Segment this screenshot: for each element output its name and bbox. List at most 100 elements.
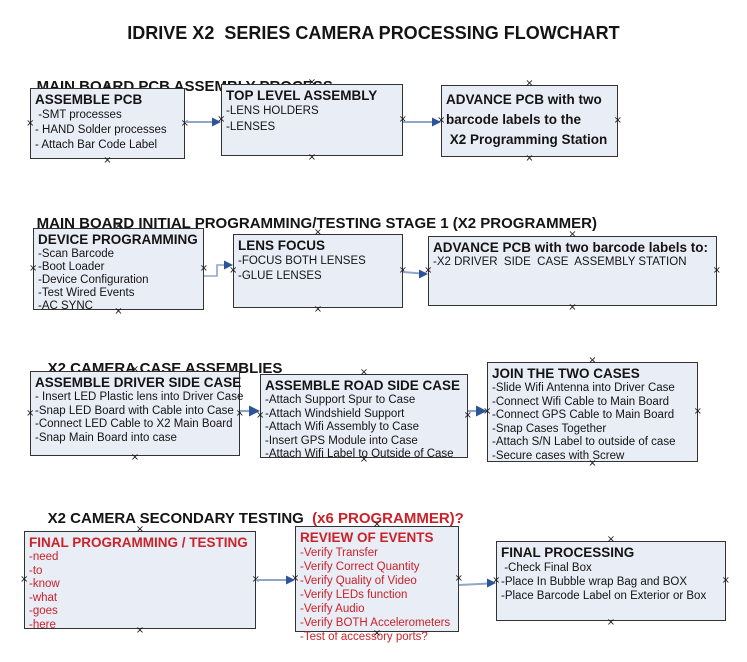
box-item: -SMT processes xyxy=(35,109,122,121)
anchor-x-mark xyxy=(236,410,244,418)
anchor-x-mark xyxy=(291,575,299,583)
connector-arrow-7 xyxy=(256,575,295,585)
connector-arrow-2 xyxy=(403,117,441,127)
box-item: -LENS HOLDERS xyxy=(226,105,319,117)
box-item: -Boot Loader xyxy=(38,261,105,273)
box-item: - HAND Solder processes xyxy=(35,124,167,136)
anchor-x-mark xyxy=(614,117,622,125)
box-title: TOP LEVEL ASSEMBLY xyxy=(226,88,378,103)
anchor-x-mark xyxy=(483,408,491,416)
box-title: JOIN THE TWO CASES xyxy=(492,366,640,381)
anchor-x-mark xyxy=(103,157,111,165)
anchor-x-mark xyxy=(217,116,225,124)
flow-box-join-the-two-cases: JOIN THE TWO CASES -Slide Wifi Antenna i… xyxy=(487,362,698,462)
box-items: ADVANCE PCB with two barcode labels to th… xyxy=(446,90,613,150)
box-item: -FOCUS BOTH LENSES xyxy=(238,255,366,267)
anchor-x-mark xyxy=(200,265,208,273)
flow-box-final-programming-testing: FINAL PROGRAMMING / TESTING -need-to-kno… xyxy=(24,531,256,631)
box-item: ADVANCE PCB with two xyxy=(446,92,602,107)
connector-arrow-8 xyxy=(458,578,496,588)
box-item: -Slide Wifi Antenna into Driver Case xyxy=(492,382,675,394)
box-item: -Verify Audio xyxy=(300,603,365,615)
anchor-x-mark xyxy=(492,577,500,585)
box-title: FINAL PROCESSING xyxy=(501,545,635,560)
anchor-x-mark xyxy=(181,120,189,128)
anchor-x-mark xyxy=(437,117,445,125)
box-item: - Attach Bar Code Label xyxy=(35,139,158,151)
anchor-x-mark xyxy=(131,454,139,462)
box-item: -Verify Transfer xyxy=(300,547,378,559)
flow-box-device-programming: DEVICE PROGRAMMING -Scan Barcode-Boot Lo… xyxy=(33,228,204,313)
box-items: -X2 DRIVER SIDE CASE ASSEMBLY STATION xyxy=(433,256,712,270)
flow-box-lens-focus: LENS FOCUS -FOCUS BOTH LENSES -GLUE LENSE… xyxy=(233,234,403,308)
flow-box-review-of-events: REVIEW OF EVENTS -Verify Transfer-Verify… xyxy=(295,526,459,643)
section-header-text: MAIN BOARD INITIAL PROGRAMMING/TESTING S… xyxy=(36,215,597,232)
box-item: -Attach Wifi Label to Outside of Case xyxy=(265,448,454,460)
box-item: -Snap Main Board into case xyxy=(35,431,177,444)
box-title: ASSEMBLE PCB xyxy=(35,92,143,107)
box-item: - Insert LED Plastic lens into Driver Ca… xyxy=(35,391,244,403)
box-item: -Insert GPS Module into Case xyxy=(265,434,418,447)
box-items: -Check Final Box -Place In Bubble wrap Ba… xyxy=(501,561,721,603)
box-item: barcode labels to the xyxy=(446,112,582,127)
section-header-secondary-testing: X2 CAMERA SECONDARY TESTING (x6 PROGRAMM… xyxy=(31,493,464,544)
anchor-x-mark xyxy=(525,80,533,88)
box-item: -AC SYNC xyxy=(38,300,93,312)
anchor-x-mark xyxy=(607,619,615,627)
box-item: -Check Final Box xyxy=(501,562,592,574)
box-item: -what xyxy=(29,591,58,604)
box-items: -Verify Transfer -Verify Correct Quantity… xyxy=(300,546,454,644)
box-item: -goes xyxy=(29,605,58,617)
box-title: FINAL PROGRAMMING / TESTING xyxy=(29,535,248,550)
box-item: -Place Barcode Label on Exterior or Box xyxy=(501,590,707,602)
box-item: -X2 DRIVER SIDE CASE ASSEMBLY STATION xyxy=(433,256,687,268)
section-header-initial-programming: MAIN BOARD INITIAL PROGRAMMING/TESTING S… xyxy=(20,198,597,249)
box-item: -Snap LED Board with Cable into Case xyxy=(35,404,234,417)
box-items: -FOCUS BOTH LENSES -GLUE LENSES xyxy=(238,254,398,284)
box-item: -Verify BOTH Accelerometers xyxy=(300,617,451,629)
box-item: -Place In Bubble wrap Bag and BOX xyxy=(501,576,688,588)
connector-arrow-5 xyxy=(240,405,260,417)
anchor-x-mark xyxy=(455,575,463,583)
box-item: -Verify Quality of Video xyxy=(300,575,417,587)
box-items: -LENS HOLDERS -LENSES xyxy=(226,104,398,135)
box-item: -Verify Correct Quantity xyxy=(300,561,420,573)
box-item: -Snap Cases Together xyxy=(492,422,607,435)
box-items: - Insert LED Plastic lens into Driver Ca… xyxy=(35,391,244,445)
anchor-x-mark xyxy=(607,536,615,544)
box-items: -SMT processes - HAND Solder processes - A… xyxy=(35,108,180,153)
box-title: DEVICE PROGRAMMING xyxy=(38,232,198,247)
box-item: -LENSES xyxy=(226,120,276,133)
box-item: -to xyxy=(29,564,43,577)
anchor-x-mark xyxy=(229,267,237,275)
anchor-x-mark xyxy=(525,155,533,163)
box-title: ASSEMBLE DRIVER SIDE CASE xyxy=(35,375,242,390)
connector-arrow-4 xyxy=(402,269,428,279)
section-header-text: X2 CAMERA SECONDARY TESTING xyxy=(47,510,313,527)
box-items: -Scan Barcode-Boot Loader-Device Configu… xyxy=(38,248,199,313)
box-title: LENS FOCUS xyxy=(238,238,326,253)
box-items: -Attach Support Spur to Case-Attach Wind… xyxy=(265,394,463,462)
box-item: -Attach S/N Label to outside of case xyxy=(492,436,676,448)
box-item: -GLUE LENSES xyxy=(238,270,322,282)
box-title: ASSEMBLE ROAD SIDE CASE xyxy=(265,378,461,393)
box-item: -Test Wired Events xyxy=(38,287,135,299)
box-item: -Test of accessory ports? xyxy=(300,631,428,643)
anchor-x-mark xyxy=(722,577,730,585)
section-header-red-suffix: (x6 PROGRAMMER)? xyxy=(312,510,464,527)
box-items: -Slide Wifi Antenna into Driver Case-Con… xyxy=(492,382,693,463)
anchor-x-mark xyxy=(26,120,34,128)
connector-arrow-1 xyxy=(185,117,221,127)
anchor-x-mark xyxy=(568,304,576,312)
box-item: -Secure cases with Screw xyxy=(492,449,625,462)
anchor-x-mark xyxy=(29,265,37,273)
anchor-x-mark xyxy=(26,410,34,418)
box-title: REVIEW OF EVENTS xyxy=(300,530,434,545)
anchor-x-mark xyxy=(694,408,702,416)
anchor-x-mark xyxy=(588,357,596,365)
flow-box-assemble-driver-side-case: ASSEMBLE DRIVER SIDE CASE - Insert LED P… xyxy=(30,371,244,456)
box-item: -Connect LED Cable to X2 Main Board xyxy=(35,418,233,430)
box-item: -need xyxy=(29,551,59,563)
anchor-x-mark xyxy=(308,154,316,162)
